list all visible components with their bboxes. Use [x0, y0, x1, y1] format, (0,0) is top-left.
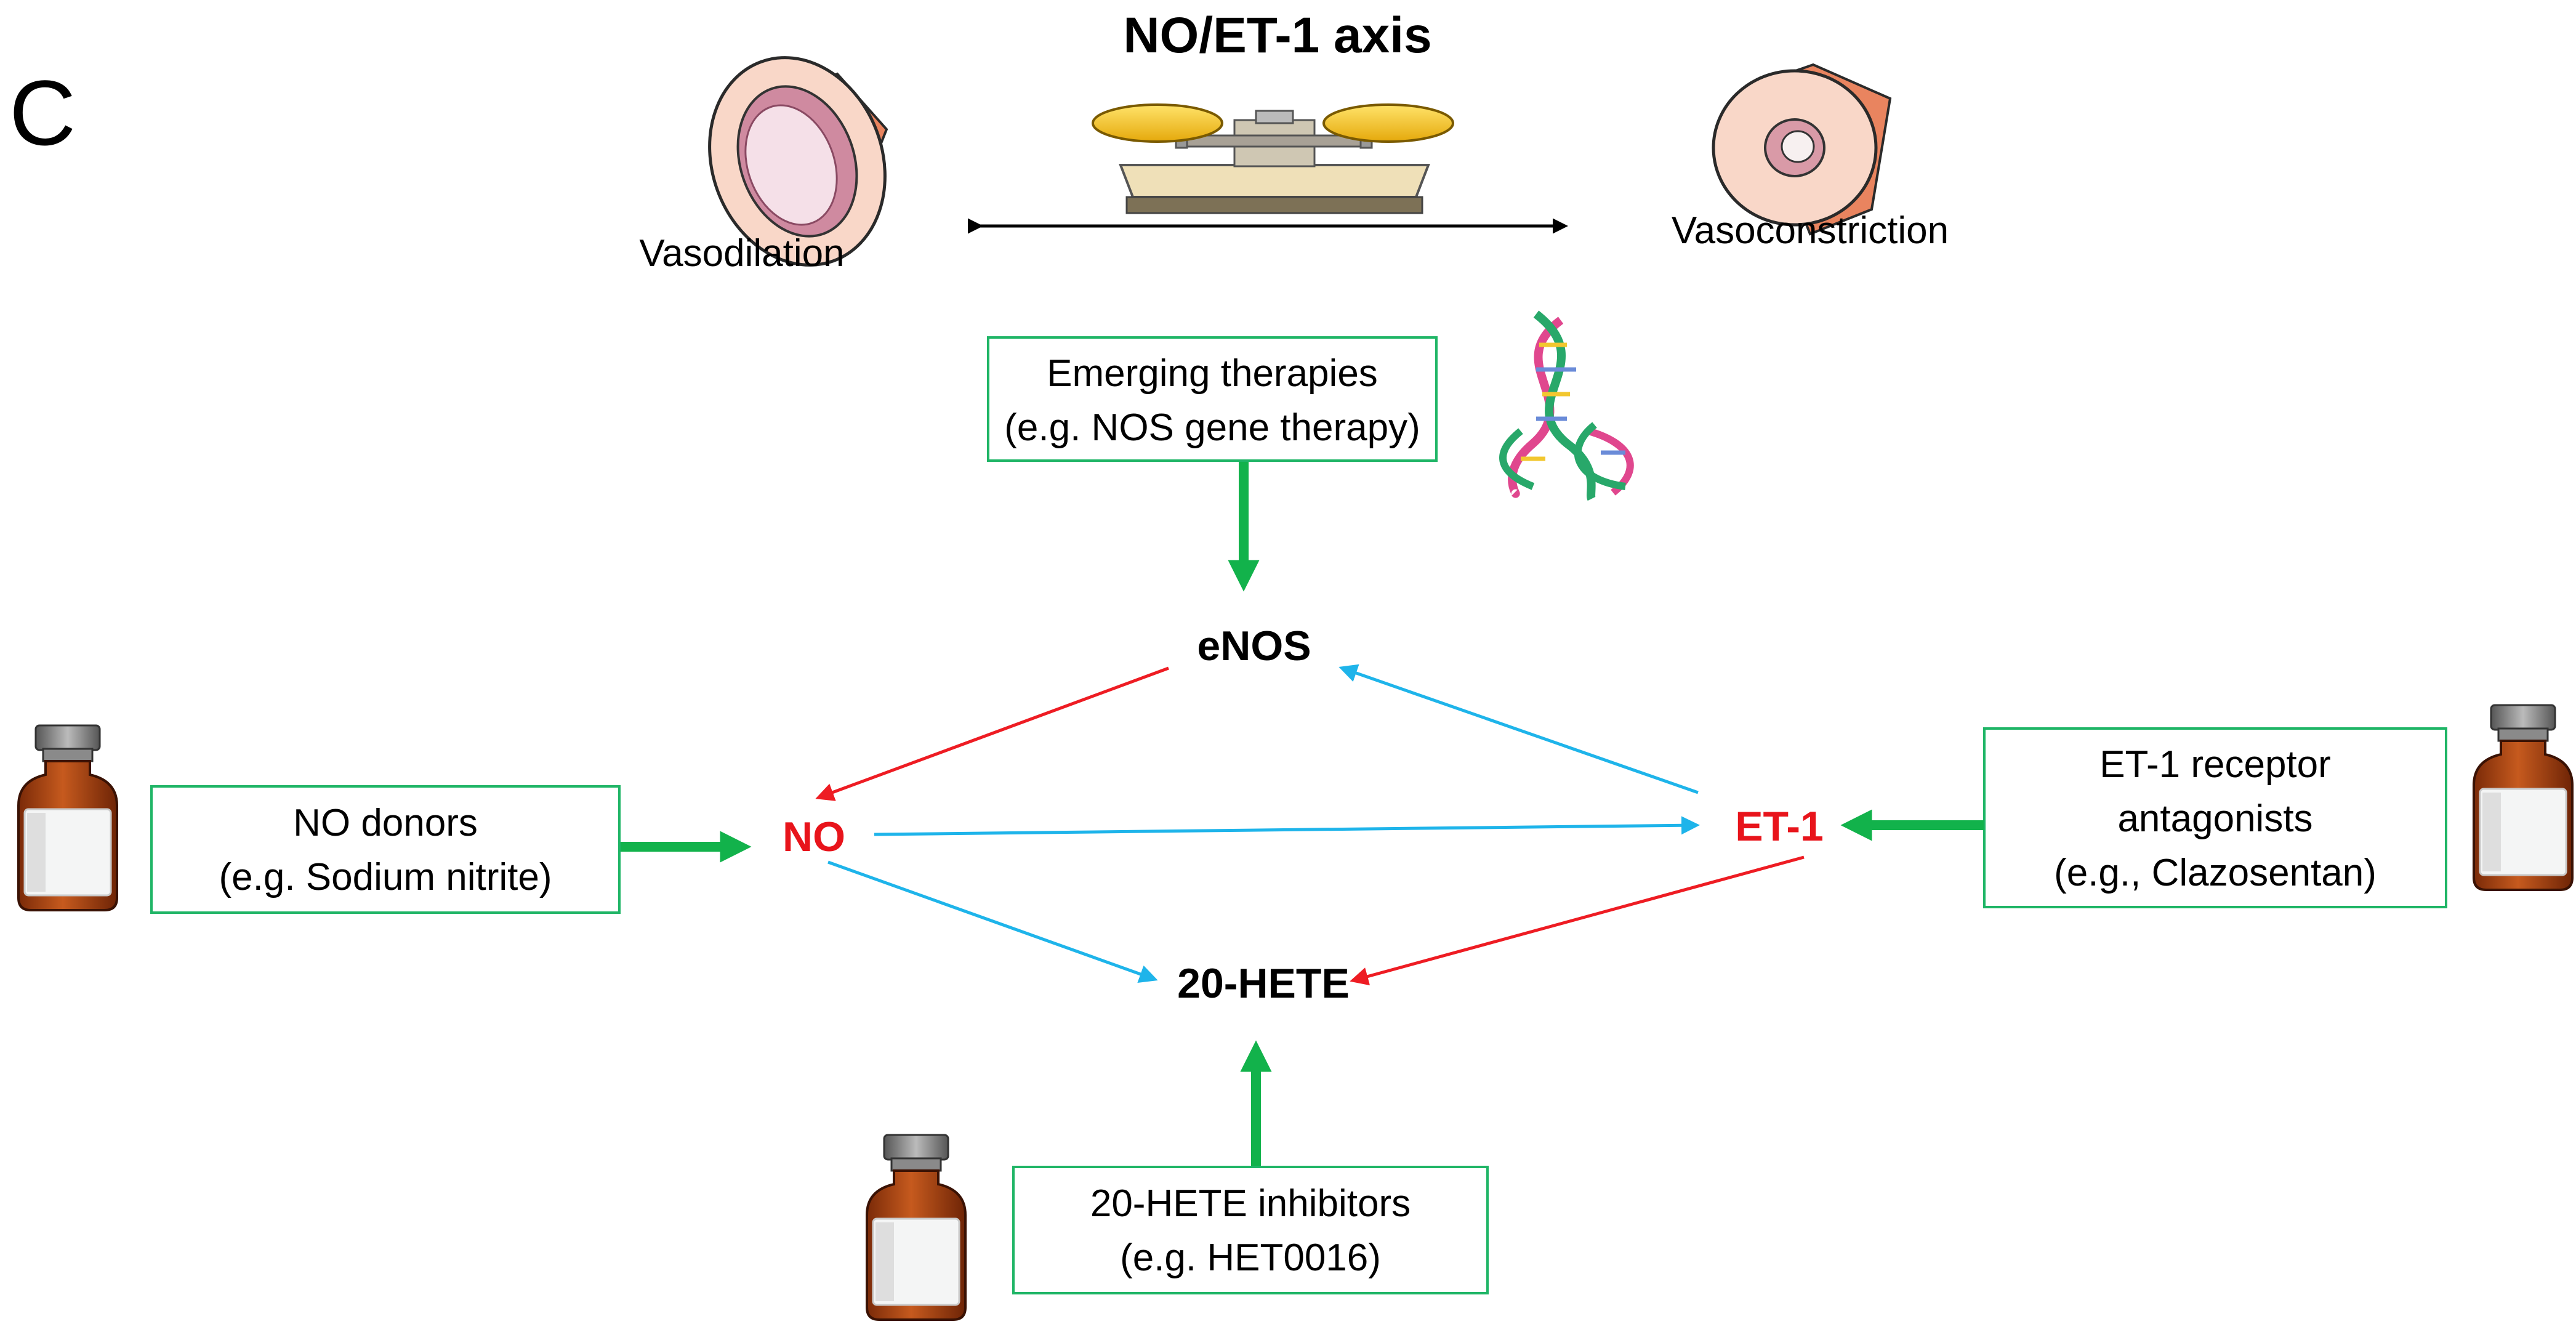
drug-vial-icon-left	[17, 724, 118, 911]
edge-et1-to-20-hete	[1350, 855, 1805, 986]
panel-label: C	[9, 61, 76, 164]
edge-et1-to-enos	[1338, 664, 1699, 794]
vessel-constricted-icon	[1712, 63, 1892, 236]
edge-no-to-20-hete	[827, 860, 1158, 983]
no-donors-line2: (e.g. Sodium nitrite)	[219, 856, 552, 898]
drug-vial-icon-bottom	[866, 1134, 967, 1321]
vasoconstriction-label: Vasoconstriction	[1672, 209, 1949, 252]
vasodilation-label: Vasodilation	[639, 232, 844, 275]
edge-no-to-et1	[874, 816, 1700, 836]
vessel-dilated-icon	[708, 56, 888, 267]
emerging-therapies-box	[987, 336, 1438, 462]
balance-scale-icon	[1092, 103, 1454, 214]
et1-antagonists-line2: antagonists	[2117, 797, 2312, 840]
drug-vial-icon-right	[2473, 704, 2574, 891]
edge-enos-to-no	[815, 666, 1169, 801]
hete-inhibitors-line2: (e.g. HET0016)	[1120, 1237, 1381, 1279]
emerging-therapies-line2: (e.g. NOS gene therapy)	[1004, 406, 1420, 449]
no-donors-box	[150, 785, 621, 914]
node-et1: ET-1	[1735, 803, 1824, 850]
et1-antagonists-box	[1983, 727, 2447, 908]
dna-helix-icon	[1499, 310, 1634, 501]
hete-inhibitors-box	[1012, 1166, 1489, 1294]
et1-antagonists-line1: ET-1 receptor	[2099, 743, 2331, 786]
hete-inhibitors-line1: 20-HETE inhibitors	[1090, 1182, 1411, 1225]
no-donors-line1: NO donors	[293, 802, 478, 844]
node-enos: eNOS	[1197, 623, 1311, 669]
et1-antagonists-line3: (e.g., Clazosentan)	[2054, 852, 2377, 894]
emerging-therapies-line1: Emerging therapies	[1047, 352, 1378, 395]
node-no: NO	[783, 813, 845, 860]
diagram-title: NO/ET-1 axis	[1123, 7, 1431, 63]
node-20-hete: 20-HETE	[1177, 960, 1350, 1007]
